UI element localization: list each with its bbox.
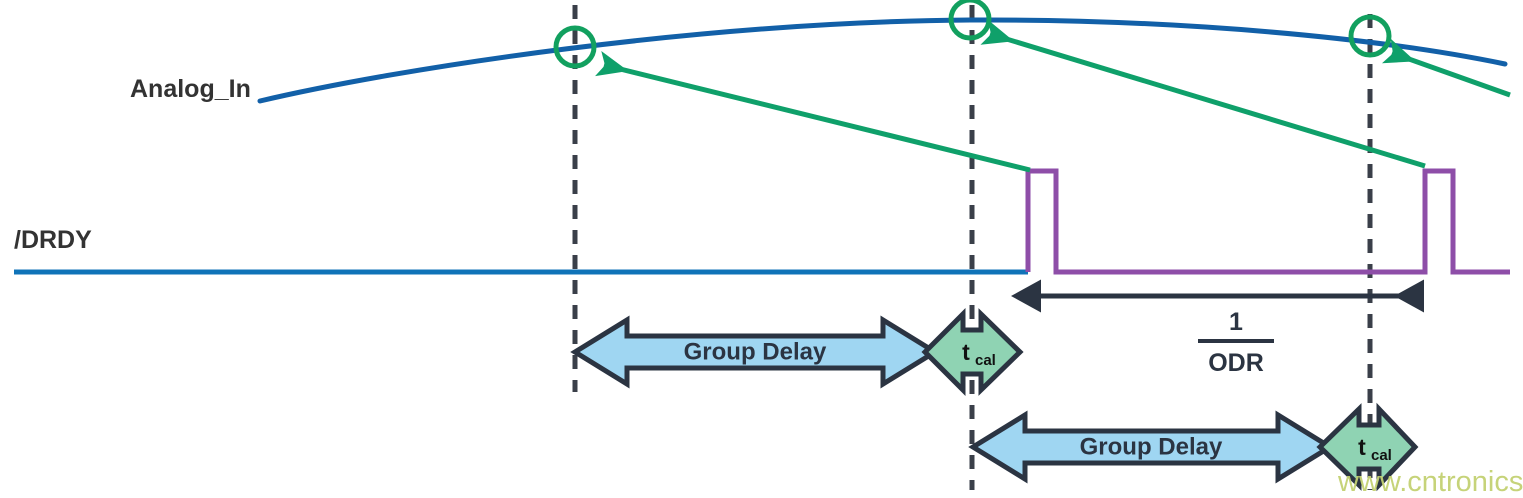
tcal-arrow-2 [1316,402,1419,492]
tcal-arrow-1 [921,307,1024,397]
pointer-arrows [595,19,1511,173]
drdy-pulse-waveform [1025,168,1510,275]
analog-in-curve [257,17,1508,104]
sample-marker-2 [948,0,992,41]
group-delay-label-2: Group Delay [1080,433,1223,460]
tcal-measure-2: t cal [1316,402,1419,492]
watermark: www.cntronics.com [1337,466,1523,498]
dashed-reference-lines [572,5,1373,490]
pointer-arrow-2 [980,19,1426,169]
odr-denominator: ODR [1208,349,1264,377]
pointer-arrow-3 [1381,38,1511,98]
sample-marker-3 [1348,14,1392,58]
group-delay-measure-1: Group Delay [570,315,940,389]
odr-numerator: 1 [1229,308,1243,336]
sample-markers [553,0,1392,69]
tcal-sublabel-2: cal [1371,447,1392,464]
group-delay-label-1: Group Delay [684,338,827,365]
drdy-label: /DRDY [14,226,92,254]
sample-marker-1 [553,25,597,69]
tcal-measure-1: t cal [921,307,1024,397]
tcal-label-1: t [962,339,970,365]
group-delay-measure-2: Group Delay [968,410,1335,484]
pointer-arrow-1 [595,50,1031,173]
tcal-sublabel-1: cal [975,352,996,369]
odr-period-measure: 1 ODR [1011,279,1424,377]
analog-in-label: Analog_In [130,75,251,103]
tcal-label-2: t [1358,434,1366,460]
